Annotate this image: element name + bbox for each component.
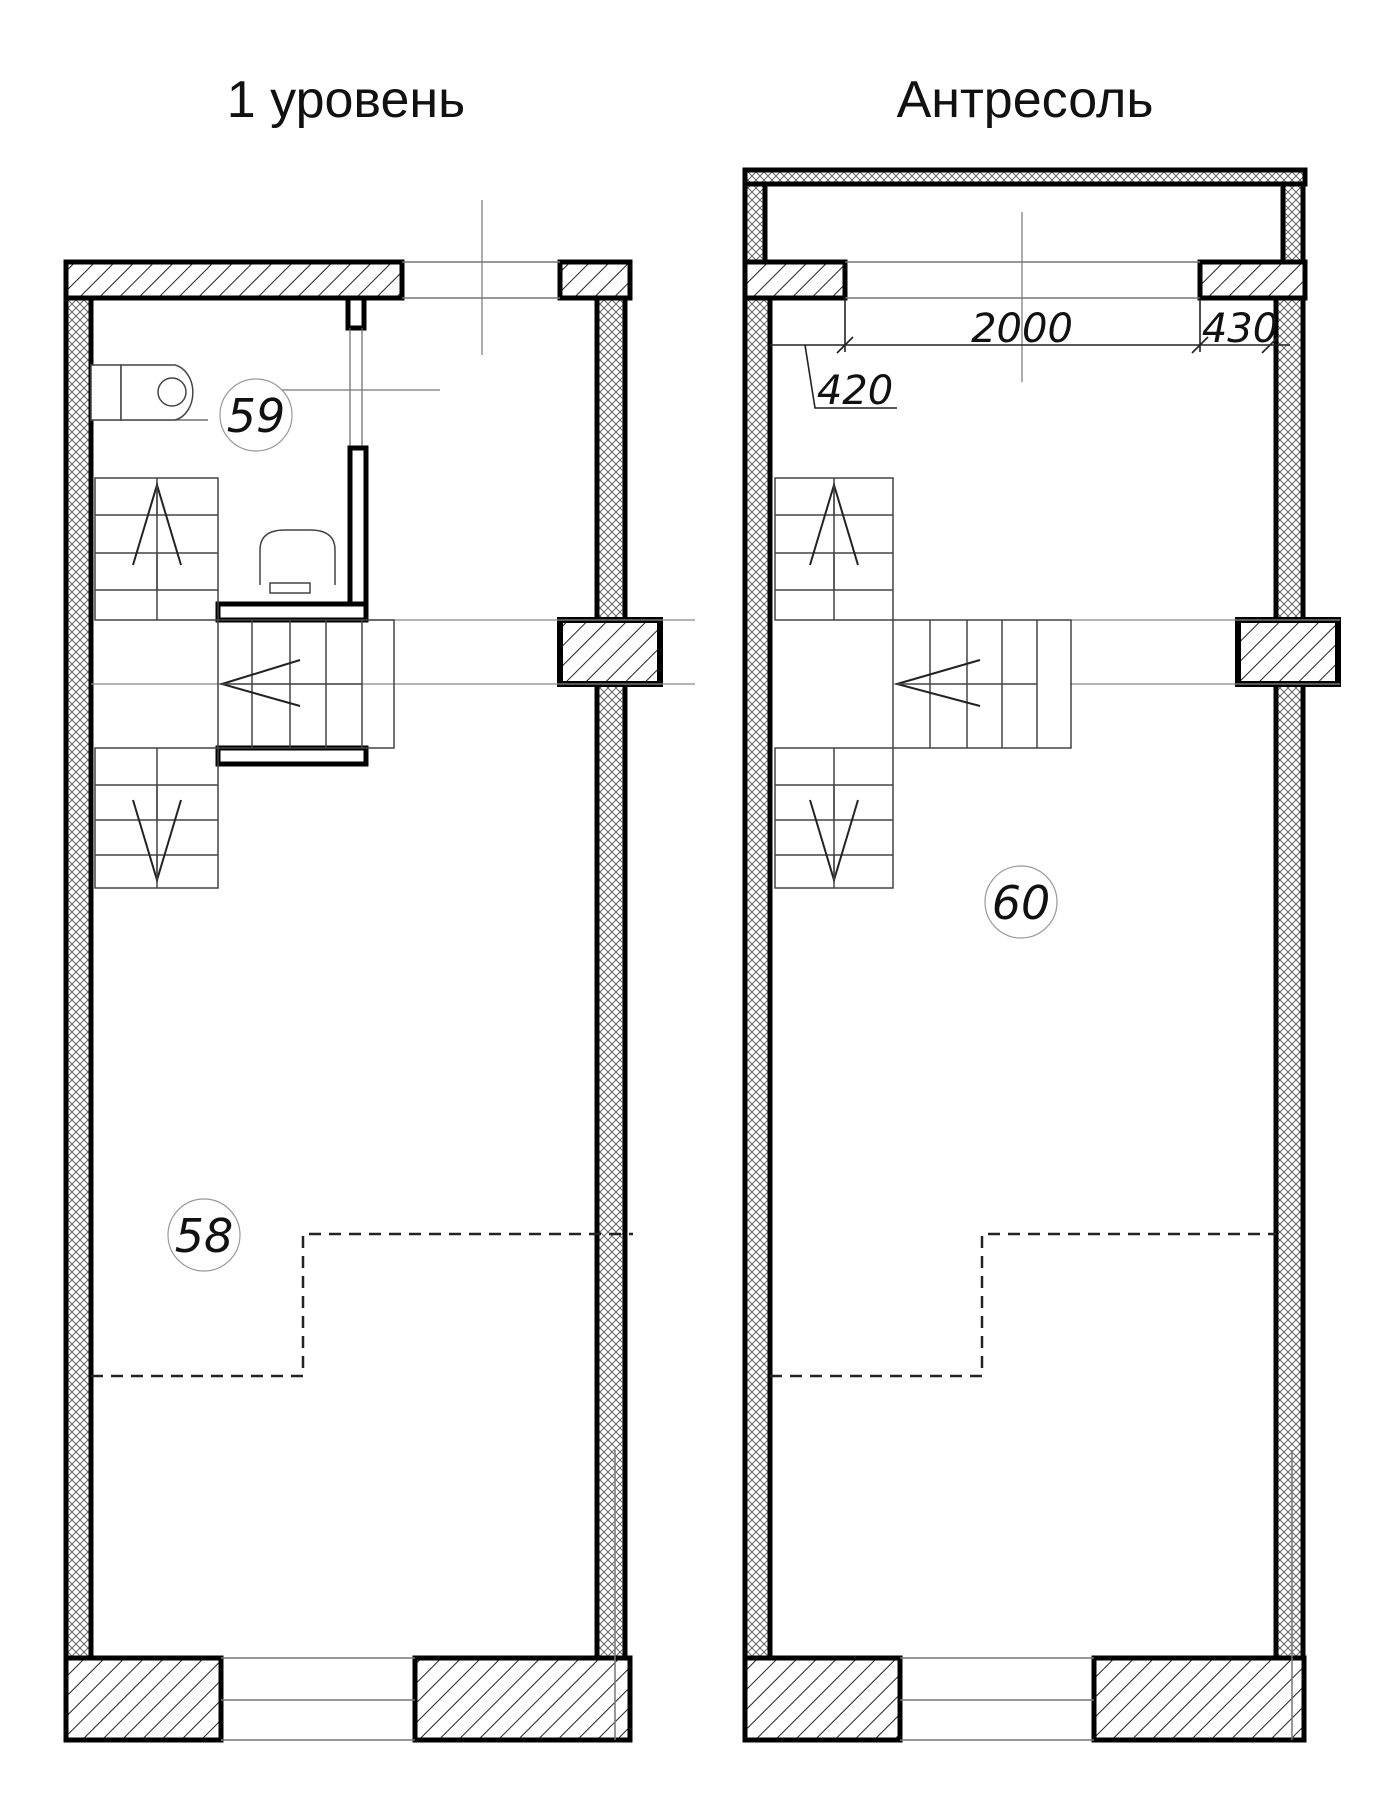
room-number-59: 59 bbox=[227, 389, 286, 443]
bottom-wall-right bbox=[1091, 1655, 1307, 1743]
mezzanine-outline bbox=[770, 1232, 1276, 1378]
west-wall bbox=[742, 295, 773, 1661]
bottom-wall-left bbox=[742, 1655, 903, 1743]
room-number-60: 60 bbox=[992, 876, 1051, 930]
bathroom-partition bbox=[347, 445, 369, 623]
toilet-icon bbox=[90, 364, 194, 421]
west-wall bbox=[63, 295, 94, 1661]
top-wall-right bbox=[557, 259, 633, 301]
column bbox=[557, 617, 663, 687]
room-marker bbox=[984, 865, 1058, 939]
stair-flight-upper bbox=[94, 477, 219, 621]
top-wall-left bbox=[742, 259, 848, 301]
sink-icon bbox=[259, 529, 336, 594]
stair-flight-middle bbox=[217, 619, 395, 749]
bottom-wall-right bbox=[412, 1655, 633, 1743]
bottom-wall-left bbox=[63, 1655, 224, 1743]
east-wall bbox=[594, 295, 628, 1661]
top-wall-right bbox=[1197, 259, 1308, 301]
stair-flight-lower bbox=[774, 747, 894, 889]
stair-flight-upper bbox=[774, 477, 894, 621]
east-wall bbox=[1273, 295, 1306, 1661]
stair-flight-lower bbox=[94, 747, 219, 889]
stair-flight-middle bbox=[892, 619, 1072, 749]
top-wall-left bbox=[63, 259, 405, 301]
plan-title-mezzanine: Антресоль bbox=[896, 71, 1154, 129]
room-marker bbox=[167, 1198, 241, 1272]
plan-level-1: 59 58 bbox=[63, 200, 695, 1743]
plan-mezzanine: 2000 430 420 bbox=[742, 167, 1341, 1743]
room-number-58: 58 bbox=[175, 1209, 234, 1263]
dimension-line bbox=[770, 298, 1290, 409]
room-marker bbox=[219, 378, 293, 452]
dimension-2000: 2000 bbox=[971, 306, 1073, 352]
dimension-420: 420 bbox=[817, 368, 893, 414]
dimension-430: 430 bbox=[1202, 306, 1278, 352]
column bbox=[1235, 617, 1341, 687]
mezzanine-outline bbox=[91, 1232, 633, 1378]
plan-title-level-1: 1 уровень bbox=[226, 71, 466, 129]
